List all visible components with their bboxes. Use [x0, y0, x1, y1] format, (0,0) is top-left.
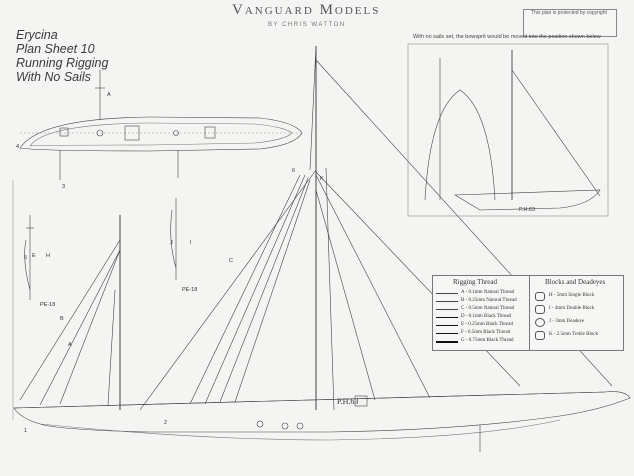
bowsprit-note: With no sails set, the bowsprit would be…: [413, 34, 601, 40]
title-line-3: Running Rigging: [16, 56, 109, 70]
label-6: 6: [292, 168, 296, 174]
copyright-caption: This plan is protected by copyright: [531, 10, 607, 16]
pe-label-right: PE-18: [182, 287, 198, 293]
label-2: 2: [164, 420, 168, 426]
label-a-mizzen: A: [68, 342, 72, 348]
title-line-2: Plan Sheet 10: [16, 42, 95, 56]
hull-profile: [13, 391, 631, 433]
label-j: J: [170, 240, 173, 246]
block-k: K - 2.5mm Treble Block: [549, 332, 599, 337]
thread-a: A - 0.1mm Natural Thread: [461, 290, 515, 295]
treble-block-icon: [535, 331, 545, 340]
rigging-thread-title: Rigging Thread: [453, 278, 498, 286]
thread-d: D - 0.1mm Black Thread: [461, 314, 512, 319]
label-4: 4: [16, 144, 20, 150]
thread-f: F - 0.5mm Black Thread: [461, 330, 511, 335]
thread-c: C - 0.5mm Natural Thread: [461, 306, 515, 311]
label-e: E: [32, 253, 36, 259]
hull-registration: P.H.63: [337, 397, 359, 406]
label-c: C: [229, 258, 233, 264]
label-h: H: [46, 253, 50, 259]
thread-e: E - 0.25mm Black Thread: [461, 322, 513, 327]
copyright-box: This plan is protected by copyright: [523, 9, 617, 37]
thread-b: B - 0.25mm Natural Thread: [461, 298, 517, 303]
pe-label-left: PE-18: [40, 302, 56, 308]
title-line-1: Erycina: [16, 28, 58, 42]
block-i: I - 4mm Double Block: [549, 306, 595, 311]
label-i: I: [190, 240, 192, 246]
deadeye-icon: [535, 318, 545, 327]
single-block-icon: [535, 292, 545, 301]
blocks-title: Blocks and Deadeyes: [545, 278, 606, 286]
label-3: 3: [62, 184, 66, 190]
double-block-icon: [535, 305, 545, 314]
label-5: 5: [24, 255, 28, 261]
legend-table: Rigging Thread Blocks and Deadeyes A - 0…: [432, 275, 624, 351]
deck-plan-hull: [19, 116, 303, 152]
label-a-top: A: [107, 92, 111, 98]
block-j: J - 3mm Deadeye: [549, 319, 585, 324]
label-k: K: [320, 176, 324, 182]
label-b: B: [60, 316, 64, 322]
label-1: 1: [24, 428, 28, 434]
title-line-4: With No Sails: [16, 70, 91, 84]
sheet-title: Erycina Plan Sheet 10 Running Rigging Wi…: [16, 28, 108, 84]
block-h: H - 5mm Single Block: [549, 293, 595, 298]
brand-logo: Vanguard Models: [232, 2, 381, 18]
brand-subtitle: BY CHRIS WATTON: [268, 22, 346, 28]
thread-g: G - 0.75mm Black Thread: [461, 338, 514, 343]
detail-registration: P.H.63: [519, 207, 536, 213]
